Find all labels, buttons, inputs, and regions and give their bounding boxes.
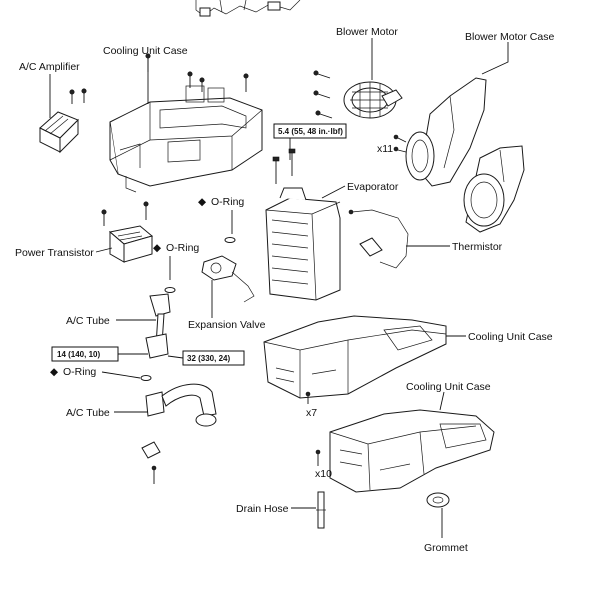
screw-icon xyxy=(393,146,407,153)
screw-icon xyxy=(305,391,311,404)
qty-screws-blower: x11 xyxy=(377,143,393,155)
svg-text:◆: ◆ xyxy=(153,242,162,254)
label-expansion-valve: Expansion Valve xyxy=(188,319,266,331)
ac-tube-upper-part xyxy=(145,293,171,359)
screw-icon xyxy=(187,71,193,88)
bolt-icon xyxy=(272,156,280,184)
label-ac-tube-upper: A/C Tube xyxy=(66,315,110,327)
ac-amplifier-part xyxy=(39,88,87,154)
label-drain-hose: Drain Hose xyxy=(236,503,289,515)
screw-icon xyxy=(101,209,107,226)
screw-icon xyxy=(313,70,331,79)
screw-icon xyxy=(315,449,321,466)
label-power-transistor: Power Transistor xyxy=(15,247,94,259)
label-grommet: Grommet xyxy=(424,542,468,554)
bracket-part xyxy=(141,441,161,484)
ac-tube-lower-part xyxy=(145,383,217,427)
screw-icon xyxy=(393,134,407,143)
cooling-unit-case-upper-part xyxy=(109,53,263,193)
label-oring-upper: O-Ring xyxy=(211,196,244,208)
torque-spec-tube-right: 32 (330, 24) xyxy=(187,354,230,363)
cooling-unit-case-low-part xyxy=(315,409,495,493)
label-blower-motor: Blower Motor xyxy=(336,26,398,38)
blower-motor-case-part xyxy=(393,77,525,233)
label-oring-lower: O-Ring xyxy=(63,366,96,378)
label-cooling-unit-case-mid: Cooling Unit Case xyxy=(468,331,553,343)
expansion-valve-part xyxy=(201,255,255,303)
label-evaporator: Evaporator xyxy=(347,181,399,193)
screw-icon xyxy=(243,73,249,92)
diamond-bullet-icon: ◆ xyxy=(198,196,207,208)
screw-icon xyxy=(81,88,87,103)
screw-icon xyxy=(199,77,205,92)
oring-middle-part xyxy=(164,287,176,293)
label-cooling-unit-case-low: Cooling Unit Case xyxy=(406,381,491,393)
label-thermistor: Thermistor xyxy=(452,241,503,253)
svg-text:◆: ◆ xyxy=(50,366,59,378)
evaporator-part xyxy=(265,187,341,301)
wire-harness xyxy=(195,0,301,17)
oring-upper-part xyxy=(224,237,236,243)
diamond-bullet-icon: ◆ xyxy=(50,366,59,378)
oring-lower-part xyxy=(140,375,152,381)
label-ac-amplifier: A/C Amplifier xyxy=(19,61,80,73)
screw-icon xyxy=(151,465,157,484)
power-transistor-part xyxy=(101,201,154,263)
diamond-bullet-icon: ◆ xyxy=(153,242,162,254)
drain-hose-part xyxy=(316,491,326,529)
label-oring-middle: O-Ring xyxy=(166,242,199,254)
qty-screws-low: x10 xyxy=(315,468,332,480)
torque-spec-tube-left: 14 (140, 10) xyxy=(57,350,100,359)
torque-spec-evaporator: 5.4 (55, 48 in.·lbf) xyxy=(278,127,343,136)
label-cooling-unit-case-top: Cooling Unit Case xyxy=(103,45,188,57)
thermistor-part xyxy=(348,209,409,269)
screw-icon xyxy=(313,90,331,99)
torque-spec-evaporator-box xyxy=(273,123,347,139)
screw-icon xyxy=(143,201,149,220)
blower-motor-part xyxy=(313,70,403,119)
grommet-part xyxy=(426,492,450,508)
label-ac-tube-lower: A/C Tube xyxy=(66,407,110,419)
bolt-icon xyxy=(288,148,296,176)
screw-icon xyxy=(315,110,333,119)
label-blower-motor-case: Blower Motor Case xyxy=(465,31,554,43)
cooling-unit-case-mid-part xyxy=(263,315,447,404)
qty-screws-mid: x7 xyxy=(306,407,317,419)
svg-text:◆: ◆ xyxy=(198,196,207,208)
screw-icon xyxy=(69,89,75,104)
